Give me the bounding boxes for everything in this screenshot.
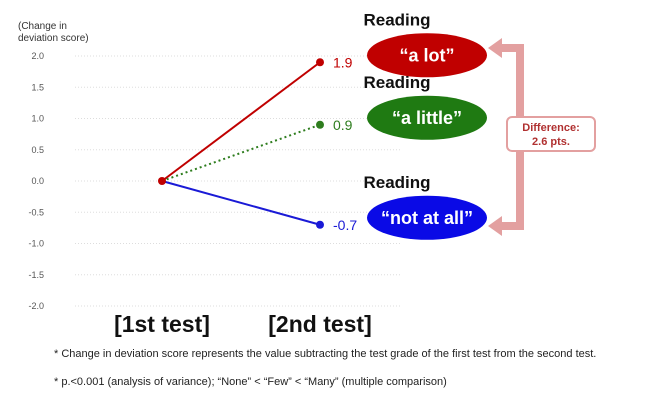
data-point (316, 120, 324, 129)
x-category-label: [1st test] (114, 311, 210, 337)
bracket-arrow-bottom (488, 216, 502, 236)
group-name: “not at all” (381, 208, 473, 228)
y-tick-label: 2.0 (31, 51, 44, 61)
y-tick-label: -2.0 (28, 301, 44, 311)
data-label: 1.9 (333, 54, 353, 70)
group-name: “a lot” (399, 45, 454, 65)
group-name: “a little” (392, 108, 462, 128)
group-oval (367, 33, 487, 78)
bracket-arrow-top (488, 38, 502, 58)
x-category-label: [2nd test] (268, 311, 372, 337)
data-point (316, 58, 324, 67)
series-line (161, 123, 321, 182)
data-label: 0.9 (333, 117, 353, 133)
y-tick-label: -1.0 (28, 239, 44, 249)
footnote-1: * Change in deviation score represents t… (54, 348, 597, 360)
group-label: Reading (363, 173, 430, 192)
group-label: Reading (363, 73, 430, 92)
series-line (161, 180, 321, 226)
y-tick-label: -1.5 (28, 270, 44, 280)
difference-label: Difference:2.6 pts. (522, 122, 579, 148)
data-point (316, 220, 324, 229)
y-tick-label: 0.0 (31, 176, 44, 186)
y-tick-label: 1.5 (31, 82, 44, 92)
group-oval (367, 195, 487, 240)
series-line (161, 61, 321, 182)
y-tick-label: -0.5 (28, 207, 44, 217)
data-label: -0.7 (333, 217, 357, 233)
y-tick-label: 1.0 (31, 114, 44, 124)
group-label: Reading (363, 10, 430, 29)
difference-box (506, 116, 596, 152)
y-tick-label: 0.5 (31, 145, 44, 155)
footnote-2: * p.<0.001 (analysis of variance); “None… (54, 376, 447, 388)
origin-point (158, 177, 166, 185)
group-oval (367, 95, 487, 140)
